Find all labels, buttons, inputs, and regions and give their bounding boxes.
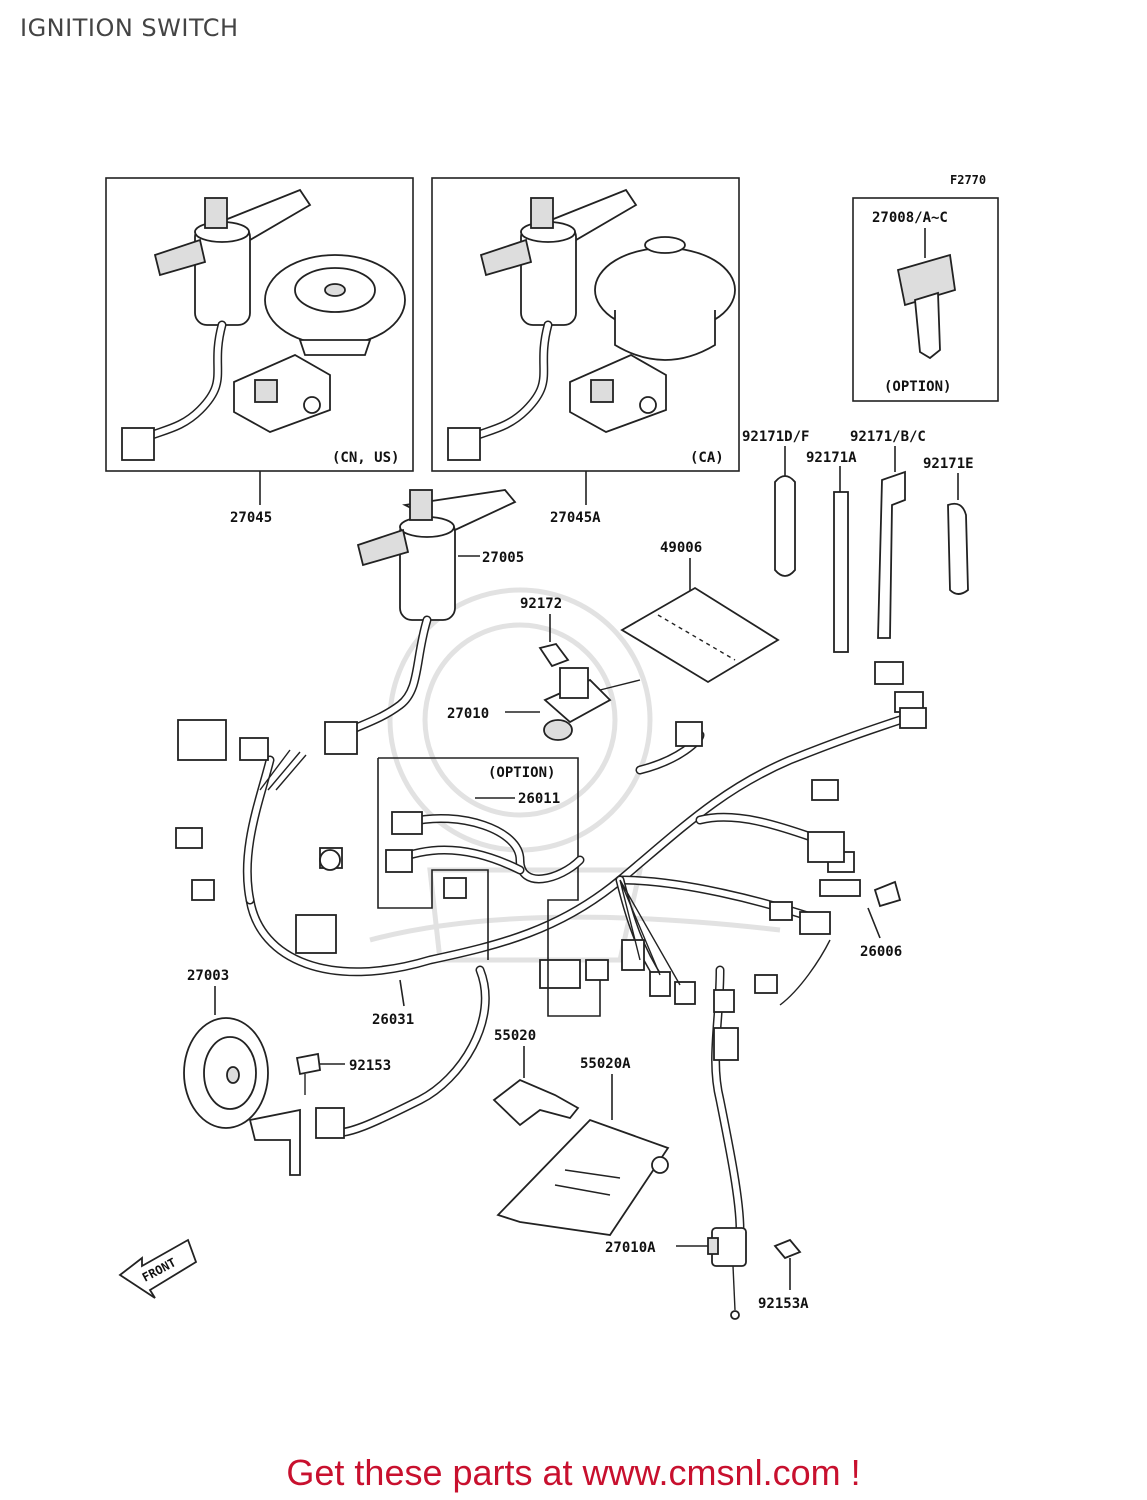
clamp-92171DF bbox=[774, 475, 796, 577]
kit-27045A-box: (CA) bbox=[431, 177, 740, 472]
part-92171BC: 92171/B/C bbox=[850, 429, 926, 445]
label-ca: (CA) bbox=[690, 450, 724, 466]
switch-27010 bbox=[543, 667, 641, 741]
part-92171DF: 92171D/F bbox=[742, 429, 809, 445]
part-27008: 27008/A~C bbox=[872, 210, 948, 226]
bolt-92153 bbox=[295, 1052, 321, 1076]
horn-27003 bbox=[183, 1017, 301, 1176]
tie-92171A bbox=[833, 491, 849, 653]
part-55020: 55020 bbox=[494, 1028, 536, 1044]
cover-55020 bbox=[492, 1078, 580, 1127]
part-92153A: 92153A bbox=[758, 1296, 809, 1312]
footer-link-text[interactable]: Get these parts at www.cmsnl.com ! bbox=[286, 1452, 861, 1493]
page-title: IGNITION SWITCH bbox=[20, 14, 239, 42]
part-55020A: 55020A bbox=[580, 1056, 631, 1072]
part-27010A: 27010A bbox=[605, 1240, 656, 1256]
part-27010: 27010 bbox=[447, 706, 489, 722]
part-49006: 49006 bbox=[660, 540, 702, 556]
part-92172: 92172 bbox=[520, 596, 562, 612]
key-option-box: 27008/A~C (OPTION) bbox=[852, 197, 999, 402]
ignition-switch-27005 bbox=[324, 489, 517, 755]
front-arrow-icon: FRONT bbox=[118, 1238, 198, 1299]
part-26006: 26006 bbox=[860, 944, 902, 960]
kit-27045-box: (CN, US) bbox=[105, 177, 414, 472]
part-26011: 26011 bbox=[518, 791, 560, 807]
part-92171E: 92171E bbox=[923, 456, 974, 472]
part-92153: 92153 bbox=[349, 1058, 391, 1074]
switch-27010A bbox=[707, 1227, 747, 1320]
bracket-55020A bbox=[496, 1118, 670, 1236]
option-harness-box: (OPTION) 26011 bbox=[377, 757, 601, 1017]
fuse-26006 bbox=[873, 880, 902, 908]
part-27045A: 27045A bbox=[550, 510, 601, 526]
tie-92171BC bbox=[877, 470, 906, 639]
part-92171A: 92171A bbox=[806, 450, 857, 466]
part-26031: 26031 bbox=[372, 1012, 414, 1028]
part-27045: 27045 bbox=[230, 510, 272, 526]
figure-code: F2770 bbox=[950, 173, 986, 187]
wiring-harness bbox=[175, 661, 927, 1235]
parts-diagram: (CN, US) 27045 (CA) 27045A F2770 27008/A… bbox=[105, 173, 999, 1320]
bolt-92172 bbox=[538, 642, 570, 668]
clamp-92171E bbox=[947, 502, 969, 595]
label-key-option: (OPTION) bbox=[884, 379, 951, 395]
part-27003: 27003 bbox=[187, 968, 229, 984]
label-harness-option: (OPTION) bbox=[488, 765, 555, 781]
part-27005: 27005 bbox=[482, 550, 524, 566]
label-cn-us: (CN, US) bbox=[332, 450, 399, 466]
bolt-92153A bbox=[773, 1238, 802, 1260]
label-sheet-49006 bbox=[620, 586, 780, 684]
